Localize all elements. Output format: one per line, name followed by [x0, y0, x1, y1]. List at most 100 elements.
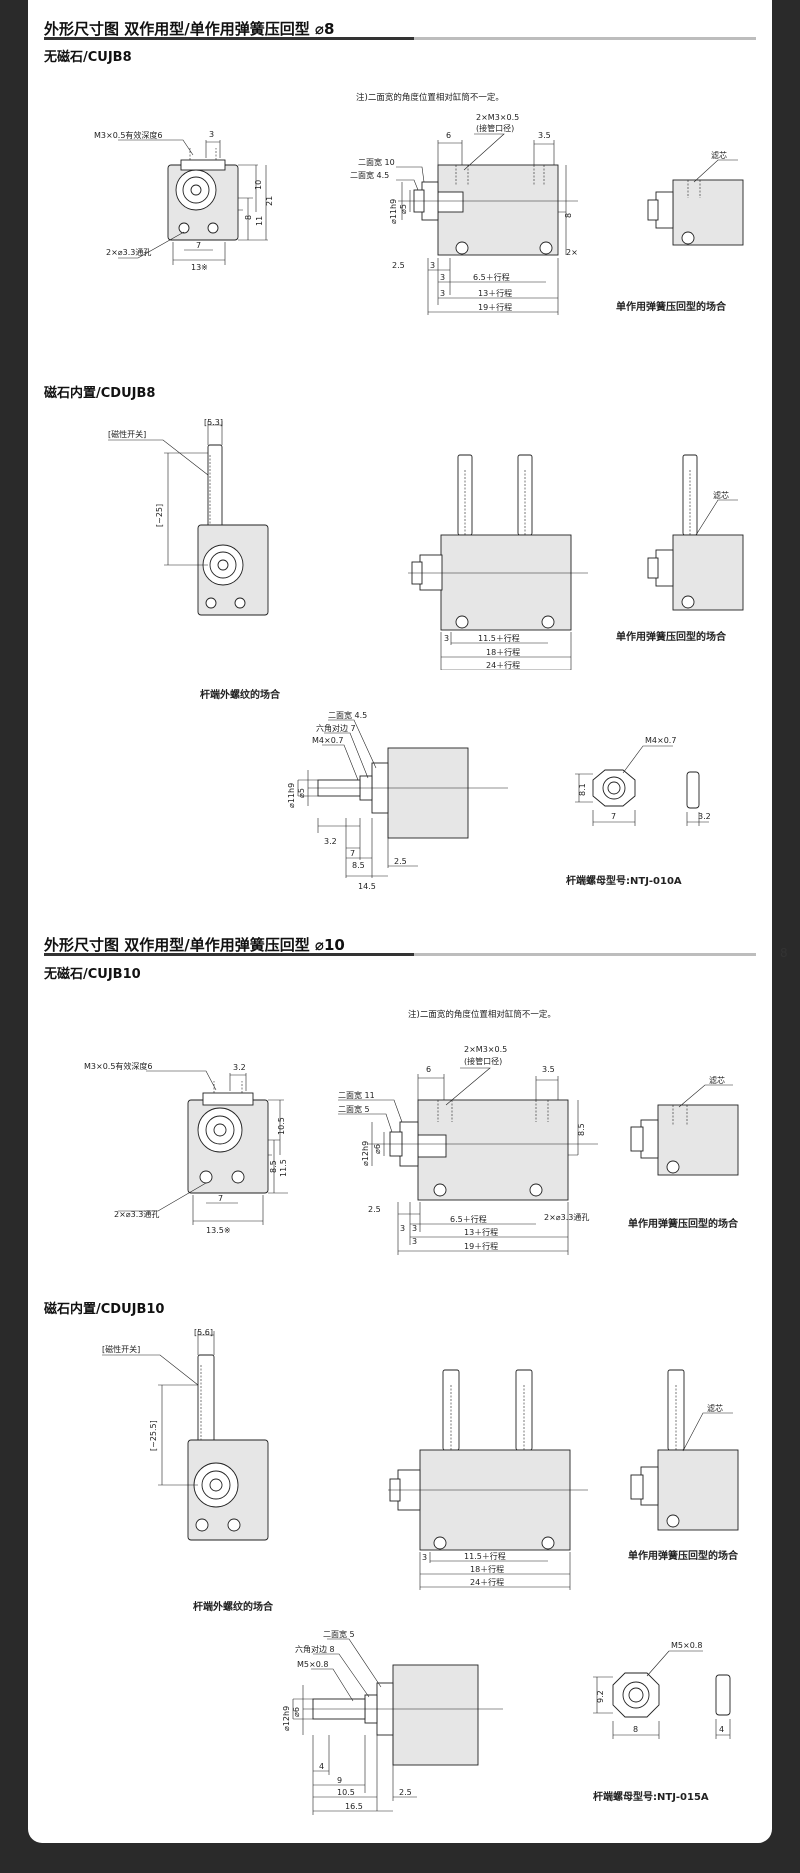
section-title: 外形尺寸图 双作用型/单作用弹簧压回型 ⌀8 — [44, 20, 335, 38]
dim-22: 22 — [287, 1143, 288, 1153]
subtitle-magnet: 磁石内置/CDUJB10 — [44, 1302, 165, 1317]
holes-label: 2×⌀3.3通孔 — [544, 1212, 589, 1222]
dim-13: 13※ — [191, 263, 208, 272]
front-view-drawing: M3×0.5有效深度6 3 10 21 8 11 2×⌀3.3通孔 7 13※ — [94, 130, 274, 272]
port-label: 2×M3×0.5 — [464, 1045, 507, 1054]
stroke-13: 13＋行程 — [464, 1227, 498, 1237]
switch-label: [磁性开关] — [102, 1344, 140, 1354]
section-header-10: 外形尺寸图 双作用型/单作用弹簧压回型 ⌀10 — [44, 930, 756, 956]
piston-dia: ⌀6 — [292, 1707, 301, 1717]
dim-7: 7 — [350, 849, 355, 858]
dim-14-5: 14.5 — [358, 882, 376, 891]
dim-3a: 3 — [400, 1224, 405, 1233]
dim-3c: 3 — [440, 289, 445, 298]
width-5-label: 二面宽 5 — [338, 1104, 370, 1114]
port-size-label: (接管口径) — [464, 1056, 502, 1066]
subtitle-no-magnet: 无磁石/CUJB8 — [44, 50, 132, 65]
dim-6: 6 — [426, 1065, 431, 1074]
rod-dia: ⌀12h9 — [283, 1706, 291, 1731]
dim-3b: 3 — [412, 1224, 417, 1233]
nut-drawing: M4×0.7 8.1 7 3.2 — [575, 736, 711, 826]
dim-10-5: 10.5 — [277, 1117, 286, 1135]
dim-9: 9 — [337, 1776, 342, 1785]
dim-8: 8 — [633, 1725, 638, 1734]
spring-caption: 单作用弹簧压回型的场合 — [616, 632, 726, 643]
dim-10: 10 — [254, 180, 263, 190]
dim-3a: 3 — [430, 261, 435, 270]
dim-6: 6 — [446, 131, 451, 140]
dim-25: [~25] — [155, 504, 164, 527]
thread-label: M3×0.5有效深度6 — [84, 1061, 153, 1071]
page-number: 8 — [780, 946, 788, 960]
spring-caption: 单作用弹簧压回型的场合 — [628, 1551, 738, 1562]
width-11-label: 二面宽 11 — [338, 1090, 375, 1100]
dim-25-5: [~25.5] — [149, 1420, 158, 1451]
nut-caption: 杆端螺母型号:NTJ-015A — [593, 1792, 709, 1803]
dim-10-5: 10.5 — [337, 1788, 355, 1797]
magnet-side-drawing: 3 11.5＋行程 18＋行程 24＋行程 — [388, 1369, 588, 1590]
header-rule-dark — [44, 953, 415, 956]
front-view-drawing: M3×0.5有效深度6 3.2 10.5 22 8.5 11.5 2×⌀3.3通… — [84, 1061, 288, 1235]
dim-7: 7 — [218, 1194, 223, 1203]
dim-3-2: 3.2 — [324, 837, 337, 846]
width-4-5-label: 二面宽 4.5 — [328, 710, 367, 720]
stroke-24: 24＋行程 — [470, 1577, 504, 1587]
magnet-spring-drawing: 滤芯 — [630, 1369, 739, 1531]
dim-8: 8 — [244, 215, 253, 220]
stroke-11-5: 11.5＋行程 — [478, 633, 520, 643]
rod-thread-caption: 杆端外螺纹的场合 — [193, 1602, 273, 1613]
stroke-6-5: 6.5＋行程 — [473, 272, 510, 282]
piston-dia: ⌀5 — [297, 788, 306, 798]
dim-3-5: 3.5 — [542, 1065, 555, 1074]
dim-3: 3 — [422, 1553, 427, 1562]
rod-dia: ⌀11h9 — [389, 199, 398, 224]
width-5-label: 二面宽 5 — [323, 1629, 355, 1639]
rod-dia: ⌀12h9 — [361, 1141, 370, 1166]
dim-16-5: 16.5 — [345, 1802, 363, 1811]
dim-5-3: [5.3] — [204, 418, 223, 427]
catalog-page: 外形尺寸图 双作用型/单作用弹簧压回型 ⌀8 无磁石/CUJB8 注)二面宽的角… — [28, 0, 788, 1843]
piston-dia: ⌀6 — [373, 1144, 382, 1154]
side-view-drawing: 2×M3×0.5 (接管口径) 6 3.5 二面宽 10 二面宽 4.5 ⌀11… — [350, 113, 578, 315]
width-4-5-label: 二面宽 4.5 — [350, 170, 389, 180]
subtitle-no-magnet: 无磁石/CUJB10 — [44, 967, 141, 982]
stroke-11-5: 11.5＋行程 — [464, 1551, 506, 1561]
dim-2-5: 2.5 — [399, 1788, 412, 1797]
dim-3b: 3 — [440, 273, 445, 282]
rod-dia: ⌀11h9 — [288, 783, 296, 808]
switch-label: [磁性开关] — [108, 429, 146, 439]
rod-end-drawing: 二面宽 5 六角对边 8 M5×0.8 ⌀12h9 ⌀6 4 9 10.5 16… — [283, 1629, 503, 1815]
dim-2-5: 2.5 — [394, 857, 407, 866]
dim-8-5: 8.5 — [577, 1123, 586, 1136]
port-label: 2×M3×0.5 — [476, 113, 519, 122]
nut-caption: 杆端螺母型号:NTJ-010A — [566, 876, 682, 887]
dim-11-5: 11.5 — [279, 1159, 288, 1177]
dim-9-2: 9.2 — [596, 1690, 605, 1703]
thread-m4-label: M4×0.7 — [645, 736, 676, 745]
stroke-19: 19＋行程 — [464, 1241, 498, 1251]
dim-3-5: 3.5 — [538, 131, 551, 140]
stroke-18: 18＋行程 — [486, 647, 520, 657]
magnet-front-drawing: [5.6] [磁性开关] [~25.5] — [102, 1328, 269, 1541]
thread-m5-label: M5×0.8 — [671, 1641, 702, 1650]
dim-21: 21 — [265, 196, 274, 206]
filter-label: 滤芯 — [711, 150, 727, 160]
nut-drawing: M5×0.8 9.2 8 4 — [593, 1641, 731, 1739]
filter-label: 滤芯 — [713, 490, 729, 500]
dim-7: 7 — [196, 241, 201, 250]
section-header-8: 外形尺寸图 双作用型/单作用弹簧压回型 ⌀8 — [44, 14, 756, 40]
spring-caption: 单作用弹簧压回型的场合 — [628, 1219, 738, 1230]
dim-2-5: 2.5 — [368, 1205, 381, 1214]
holes-label: 2×⌀3.3通孔 — [106, 247, 151, 257]
section-title: 外形尺寸图 双作用型/单作用弹簧压回型 ⌀10 — [44, 936, 345, 954]
dim-8: 8 — [564, 213, 573, 218]
dim-8-5: 8.5 — [352, 861, 365, 870]
magnet-side-drawing: 3 11.5＋行程 18＋行程 24＋行程 — [408, 454, 588, 670]
holes-label: 2×⌀3.3通孔 — [566, 247, 578, 257]
holes-label: 2×⌀3.3通孔 — [114, 1209, 159, 1219]
dim-8-1: 8.1 — [578, 783, 587, 796]
rod-end-drawing: 二面宽 4.5 六角对边 7 M4×0.7 ⌀11h9 ⌀5 3.2 7 8.5… — [288, 710, 508, 891]
side-view-drawing: 2×M3×0.5 (接管口径) 6 3.5 二面宽 11 二面宽 5 ⌀12h9… — [338, 1045, 598, 1255]
dim-8-5: 8.5 — [269, 1160, 278, 1173]
dim-5-6: [5.6] — [194, 1328, 213, 1337]
